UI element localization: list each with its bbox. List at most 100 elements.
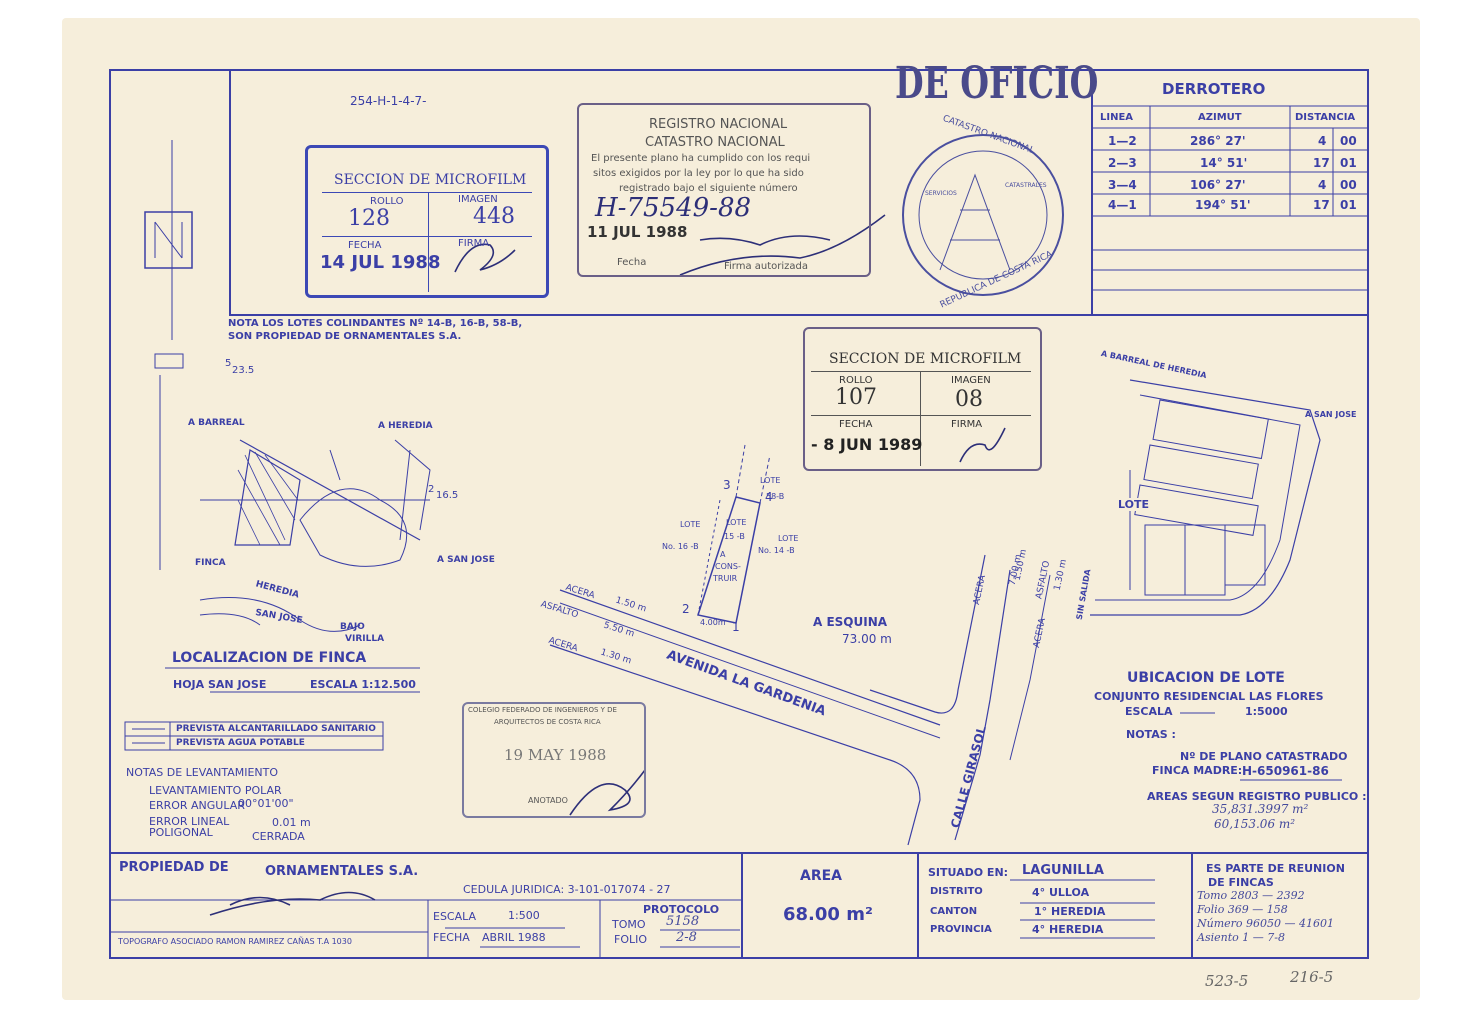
coord1-prefix: 5 [225, 358, 232, 369]
localizacion-title: LOCALIZACION DE FINCA [172, 650, 367, 666]
ubicacion-title: UBICACION DE LOTE [1127, 670, 1285, 686]
lote16-number: No. 16 -B [662, 542, 699, 551]
derrotero-row-dist-a: 17 [1313, 198, 1330, 212]
rollo-label: ROLLO [370, 196, 404, 207]
aconstruir-2: CONS- [715, 562, 741, 571]
registro-numero: H-75549-88 [595, 193, 752, 223]
derrotero-row-linea: 4—1 [1108, 198, 1137, 212]
fecha-label: FECHA [348, 240, 382, 251]
localizacion-hoja: HOJA SAN JOSE [173, 678, 267, 691]
reunion-line2: DE FINCAS [1208, 876, 1274, 889]
point-1: 1 [732, 620, 740, 634]
tomo-value: 5158 [666, 914, 700, 929]
topografo: TOPOGRAFO ASOCIADO RAMON RAMIREZ CAÑAS T… [118, 937, 352, 946]
folio-label: FOLIO [614, 933, 648, 946]
lote58-number: 58-B [766, 492, 785, 501]
derrotero-header-distancia: DISTANCIA [1295, 112, 1356, 123]
notas-lev-l3: ERROR LINEAL [149, 815, 230, 828]
derrotero-row-linea: 2—3 [1108, 156, 1137, 170]
notas-lev-title: NOTAS DE LEVANTAMIENTO [126, 766, 279, 779]
point-4: 4 [765, 490, 773, 504]
ubicacion-escala-label: ESCALA [1125, 705, 1173, 718]
registro-nacional-stamp: REGISTRO NACIONAL CATASTRO NACIONAL El p… [577, 103, 871, 277]
bottom-ref-b: 216-5 [1290, 968, 1334, 986]
colegio-anotado: ANOTADO [528, 796, 568, 805]
microfilm-title: SECCION DE MICROFILM [334, 172, 527, 188]
registro-fecha-label: Fecha [617, 257, 647, 268]
notas-lev-l1: LEVANTAMIENTO POLAR [149, 784, 282, 797]
reunion-tomo: Tomo 2803 — 2392 [1197, 889, 1305, 902]
lote14-number: No. 14 -B [758, 546, 795, 555]
notas-lev-l2-value: 00°01'00" [238, 797, 294, 810]
esquina-label: A ESQUINA [813, 615, 888, 629]
reunion-asiento: Asiento 1 — 7-8 [1197, 931, 1285, 944]
derrotero-row-azimut: 194° 51' [1195, 198, 1251, 212]
escala-value: 1:500 [508, 909, 540, 922]
derrotero-row-dist-b: 01 [1340, 156, 1357, 170]
derrotero-row-azimut: 286° 27' [1190, 134, 1246, 148]
imagen2-label: IMAGEN [951, 375, 991, 386]
microfilm-stamp-1: SECCION DE MICROFILM ROLLO IMAGEN 128 44… [305, 145, 549, 298]
microfilm-stamp-2: SECCION DE MICROFILM ROLLO IMAGEN 107 08… [803, 327, 1042, 471]
derrotero-title: DERROTERO [1162, 80, 1266, 98]
registro-text3: registrado bajo el siguiente número [619, 183, 798, 194]
propiedad-value: ORNAMENTALES S.A. [265, 864, 419, 879]
distrito-value: 4° ULLOA [1032, 886, 1090, 899]
colegio-line2: ARQUITECTOS DE COSTA RICA [494, 718, 601, 726]
legend-alcantarillado: PREVISTA ALCANTARILLADO SANITARIO [176, 724, 376, 734]
notas-lev-l3-value: 0.01 m [272, 816, 311, 829]
file-reference: 254-H-1-4-7- [350, 94, 427, 108]
ubicacion-finca-madre-value: H-650961-86 [1242, 764, 1329, 778]
legend-agua: PREVISTA AGUA POTABLE [176, 738, 305, 748]
ubicacion-areas: AREAS SEGUN REGISTRO PUBLICO : [1147, 790, 1367, 803]
loc-bajo: BAJO [340, 622, 365, 632]
lote15-label: LOTE [726, 518, 747, 527]
aconstruir-3: TRUIR [713, 574, 738, 583]
coord1: 23.5 [232, 365, 255, 376]
tomo-label: TOMO [612, 918, 646, 931]
nota-lotes-line2: SON PROPIEDAD DE ORNAMENTALES S.A. [228, 331, 462, 342]
notas-lev-l2: ERROR ANGULAR [149, 799, 245, 812]
lote16-label: LOTE [680, 520, 701, 529]
fecha2-label: FECHA [839, 419, 873, 430]
ubic-lote: LOTE [1118, 498, 1149, 511]
colegio-date: 19 MAY 1988 [504, 746, 607, 764]
imagen-label: IMAGEN [458, 194, 498, 205]
situado-label: SITUADO EN: [928, 866, 1009, 879]
derrotero-row-dist-a: 4 [1318, 178, 1327, 192]
rollo2-value: 107 [835, 385, 877, 410]
registro-fecha: 11 JUL 1988 [587, 223, 688, 241]
imagen-value: 448 [473, 204, 515, 229]
ubic-a-san-jose: A SAN JOSE [1305, 410, 1357, 419]
registro-line1: REGISTRO NACIONAL [649, 117, 788, 132]
registro-text1: El presente plano ha cumplido con los re… [591, 153, 811, 164]
folio-value: 2-8 [676, 930, 697, 945]
derrotero-row-linea: 3—4 [1108, 178, 1137, 192]
firma-label: FIRMA [458, 238, 490, 249]
colegio-line1: COLEGIO FEDERADO DE INGENIEROS Y DE [468, 706, 617, 714]
bottom-ref-a: 523-5 [1205, 972, 1249, 990]
area-label: AREA [800, 868, 843, 884]
ubicacion-finca-madre-label: FINCA MADRE: [1152, 764, 1243, 777]
provincia-value: 4° HEREDIA [1032, 923, 1104, 936]
coord2-prefix: 2 [428, 484, 435, 495]
microfilm2-title: SECCION DE MICROFILM [829, 351, 1022, 367]
nota-lotes-line1: NOTA LOS LOTES COLINDANTES Nº 14-B, 16-B… [228, 318, 523, 329]
derrotero-row-azimut: 106° 27' [1190, 178, 1246, 192]
derrotero-row-dist-a: 17 [1313, 156, 1330, 170]
loc-a-heredia: A HEREDIA [378, 421, 433, 431]
protocolo-label: PROTOCOLO [643, 903, 720, 916]
registro-line2: CATASTRO NACIONAL [645, 135, 785, 150]
derrotero-row-dist-b: 00 [1340, 178, 1357, 192]
dist-400: 4.00m [700, 618, 726, 627]
escala-label: ESCALA [433, 910, 477, 923]
derrotero-row-linea: 1—2 [1108, 134, 1137, 148]
seal-right-text: CATASTRALES [1005, 182, 1047, 189]
ubicacion-sub: CONJUNTO RESIDENCIAL LAS FLORES [1094, 690, 1324, 703]
rollo-value: 128 [348, 206, 390, 231]
derrotero-row-dist-b: 00 [1340, 134, 1357, 148]
point-3: 3 [723, 478, 731, 492]
ubicacion-area2: 60,153.06 m² [1214, 817, 1296, 831]
area-value: 68.00 m² [783, 904, 873, 925]
